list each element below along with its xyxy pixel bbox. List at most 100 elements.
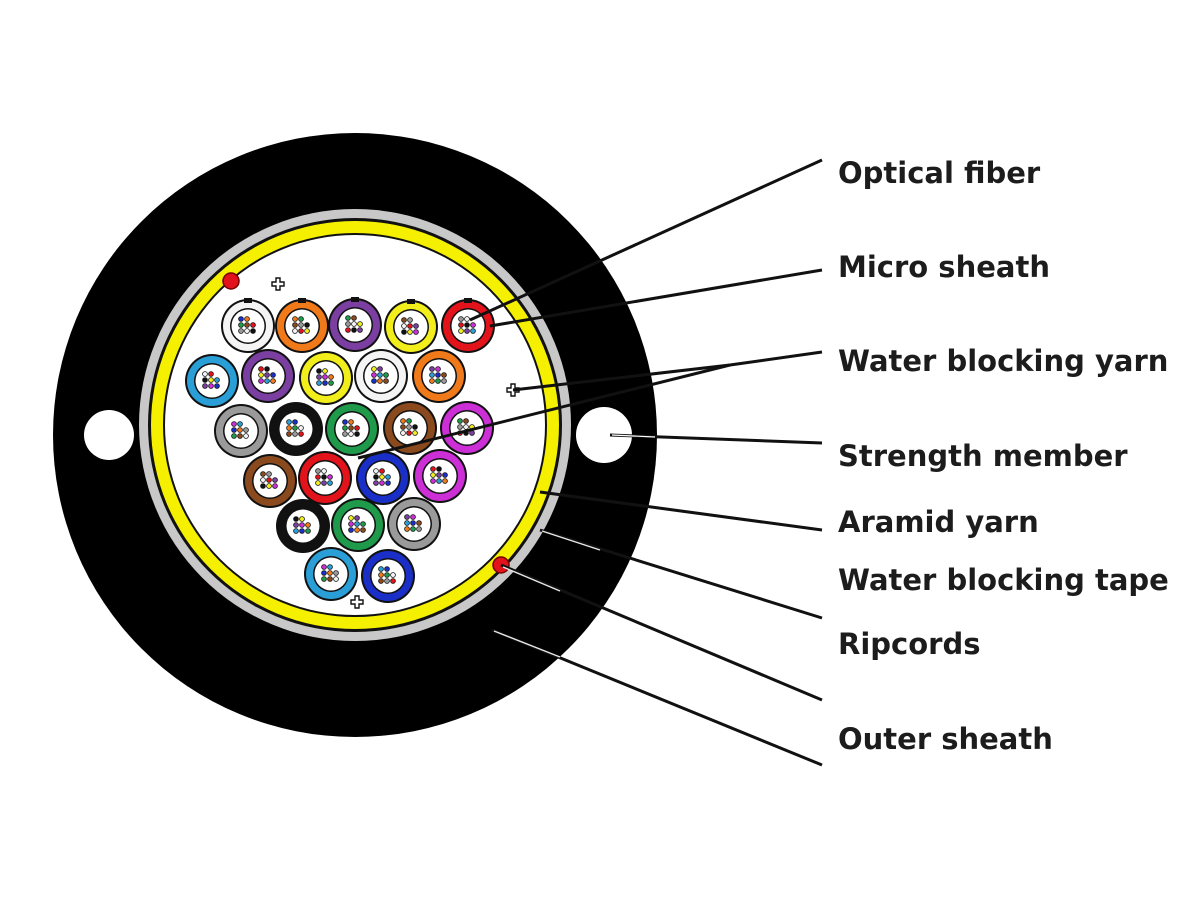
micro-sheath-tube: [214, 404, 268, 458]
optical-fiber: [305, 522, 311, 528]
optical-fiber: [250, 322, 256, 328]
optical-fiber: [264, 378, 270, 384]
optical-fiber: [351, 327, 357, 333]
optical-fiber: [260, 477, 266, 483]
optical-fiber: [470, 328, 476, 334]
optical-fiber: [299, 522, 305, 528]
optical-fiber: [321, 468, 327, 474]
optical-fiber: [328, 380, 334, 386]
optical-fiber: [345, 327, 351, 333]
optical-fiber: [321, 474, 327, 480]
optical-fiber: [316, 380, 322, 386]
optical-fiber: [416, 526, 422, 532]
optical-fiber: [270, 372, 276, 378]
micro-sheath-tube: [412, 349, 466, 403]
label-optical-fiber: Optical fiber: [838, 156, 1041, 190]
optical-fiber: [244, 322, 250, 328]
optical-fiber: [292, 322, 298, 328]
optical-fiber: [436, 478, 442, 484]
optical-fiber: [238, 322, 244, 328]
optical-fiber: [413, 329, 419, 335]
optical-fiber: [354, 515, 360, 521]
optical-fiber: [264, 372, 270, 378]
optical-fiber: [379, 474, 385, 480]
optical-fiber: [464, 316, 470, 322]
ripcord-top: [222, 272, 240, 290]
micro-sheath-tube: [275, 298, 329, 353]
optical-fiber: [400, 430, 406, 436]
optical-fiber: [404, 520, 410, 526]
optical-fiber: [406, 424, 412, 430]
optical-fiber: [292, 431, 298, 437]
optical-fiber: [231, 427, 237, 433]
optical-fiber: [442, 478, 448, 484]
optical-fiber: [298, 316, 304, 322]
micro-sheath-tube: [387, 497, 441, 551]
optical-fiber: [406, 418, 412, 424]
micro-sheath-tube: [356, 451, 410, 505]
optical-fiber: [322, 368, 328, 374]
optical-fiber: [373, 468, 379, 474]
optical-fiber: [441, 372, 447, 378]
optical-fiber: [231, 421, 237, 427]
label-water-blocking-tape: Water blocking tape: [838, 563, 1169, 597]
micro-sheath-tube: [185, 354, 239, 408]
optical-fiber: [385, 474, 391, 480]
optical-fiber: [416, 520, 422, 526]
optical-fiber: [383, 372, 389, 378]
optical-fiber: [404, 514, 410, 520]
strength-member-right: [576, 407, 632, 463]
optical-fiber: [390, 578, 396, 584]
leader-outer-sheath-halo: [493, 630, 561, 658]
optical-fiber: [293, 516, 299, 522]
optical-fiber: [348, 419, 354, 425]
label-strength-member: Strength member: [838, 439, 1128, 473]
optical-fiber: [377, 378, 383, 384]
optical-fiber: [412, 430, 418, 436]
optical-fiber: [457, 424, 463, 430]
optical-fiber: [407, 323, 413, 329]
optical-fiber: [430, 472, 436, 478]
optical-fiber: [371, 366, 377, 372]
optical-fiber: [435, 372, 441, 378]
optical-fiber: [321, 576, 327, 582]
optical-fiber: [237, 433, 243, 439]
optical-fiber: [345, 321, 351, 327]
optical-fiber: [342, 419, 348, 425]
optical-fiber: [463, 418, 469, 424]
optical-fiber: [258, 366, 264, 372]
optical-fiber: [328, 374, 334, 380]
leader-ripcords-halo: [502, 566, 561, 592]
optical-fiber: [237, 427, 243, 433]
optical-fiber: [321, 480, 327, 486]
optical-fiber: [354, 521, 360, 527]
micro-sheath-tube: [221, 298, 275, 353]
label-water-blocking-yarn: Water blocking yarn: [838, 344, 1169, 378]
optical-fiber: [401, 317, 407, 323]
optical-fiber: [435, 378, 441, 384]
optical-fiber: [429, 366, 435, 372]
optical-fiber: [237, 421, 243, 427]
optical-fiber: [258, 372, 264, 378]
optical-fiber: [327, 474, 333, 480]
optical-fiber: [407, 329, 413, 335]
micro-sheath-tube: [325, 402, 379, 456]
optical-fiber: [348, 527, 354, 533]
optical-fiber: [214, 383, 220, 389]
optical-fiber: [470, 322, 476, 328]
label-ripcords: Ripcords: [838, 627, 981, 661]
optical-fiber: [351, 321, 357, 327]
optical-fiber: [435, 366, 441, 372]
optical-fiber: [457, 418, 463, 424]
optical-fiber: [266, 477, 272, 483]
optical-fiber: [357, 321, 363, 327]
optical-fiber: [412, 424, 418, 430]
optical-fiber: [410, 514, 416, 520]
leader-ripcords: [500, 563, 823, 702]
micro-sheath-tube: [354, 349, 408, 403]
optical-fiber: [298, 322, 304, 328]
leader-aramid-yarn: [539, 490, 823, 532]
optical-fiber: [327, 576, 333, 582]
optical-fiber: [379, 480, 385, 486]
label-aramid-yarn: Aramid yarn: [838, 505, 1039, 539]
